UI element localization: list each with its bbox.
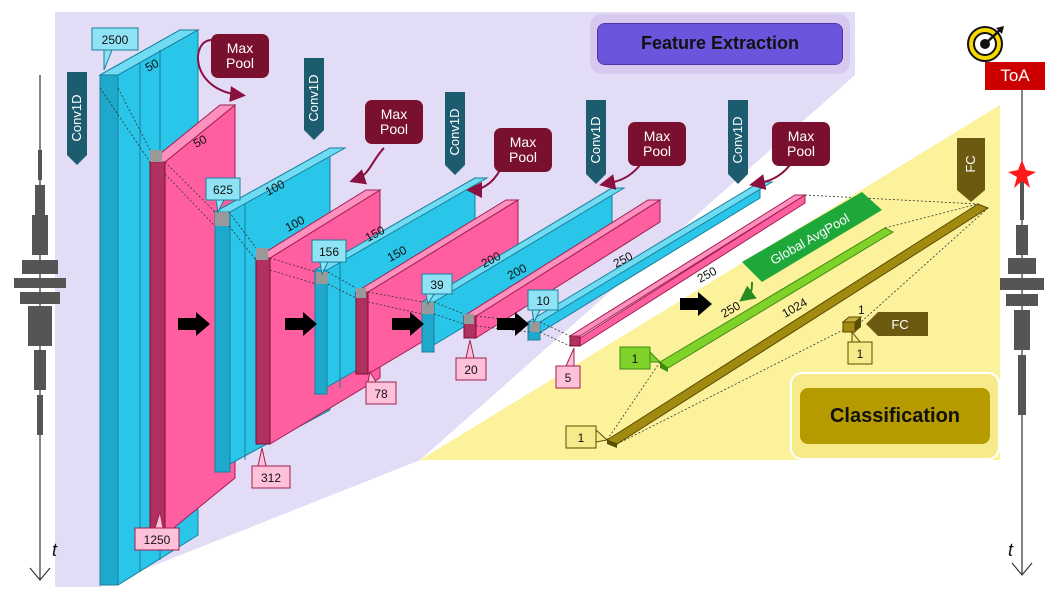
size-tag-conv-2: 625 [205, 177, 241, 214]
receptive-field-lines [99, 87, 571, 347]
size-tag-conv-3: 156 [311, 239, 347, 276]
toa-label: ToA [985, 62, 1045, 90]
seismic-trace-icon [14, 150, 66, 435]
svg-text:10: 10 [536, 294, 550, 308]
conv-label-3: Conv1D [445, 92, 465, 175]
svg-text:312: 312 [261, 471, 281, 485]
size-tag-pool-4: 20 [455, 339, 487, 381]
classification-title: Classification [800, 388, 990, 444]
size-tag-pool-2: 312 [251, 447, 291, 489]
gap-height-tag: 1 [619, 346, 662, 370]
conv-label-5: Conv1D [728, 100, 748, 184]
svg-text:Conv1D: Conv1D [588, 117, 603, 164]
arrow-icon [497, 312, 529, 336]
arrow-icon [680, 292, 712, 316]
global-avgpool-bar [659, 227, 895, 372]
size-tag-conv-5: 10 [527, 289, 559, 324]
maxpool-label-5: Max Pool [772, 122, 830, 166]
svg-text:Conv1D: Conv1D [306, 75, 321, 122]
maxpool-arrows [196, 39, 791, 198]
maxpool-label-4: Max Pool [628, 122, 686, 166]
fc2-height-tag: 1 [847, 330, 873, 365]
seismic-trace-icon [1000, 180, 1044, 415]
fc-connection-lines [606, 194, 989, 445]
svg-text:20: 20 [464, 363, 478, 377]
svg-text:1250: 1250 [144, 533, 171, 547]
conv-label-2: Conv1D [304, 58, 324, 140]
fc2-size-label: 1 [858, 303, 865, 317]
maxpool-label-1: Max Pool [211, 34, 269, 78]
maxpool-label-3: Max Pool [494, 128, 552, 172]
fc2-cube [841, 316, 863, 333]
size-tag-conv-1: 2500 [91, 27, 139, 71]
svg-text:2500: 2500 [102, 33, 129, 47]
svg-text:Conv1D: Conv1D [730, 117, 745, 164]
conv-label-4: Conv1D [586, 100, 606, 184]
svg-text:Conv1D: Conv1D [69, 95, 84, 142]
feature-extraction-title: Feature Extraction [597, 23, 843, 65]
time-label-right: t [1008, 540, 1014, 560]
svg-text:5: 5 [565, 371, 572, 385]
arrow-icon [178, 312, 210, 336]
size-tag-pool-3: 78 [365, 370, 397, 405]
size-tag-conv-4: 39 [421, 273, 453, 306]
fc-label-horizontal: FC [866, 312, 928, 336]
feature-extraction-panel: Feature Extraction [590, 14, 850, 74]
svg-text:1: 1 [857, 347, 864, 361]
fc1-height-tag: 1 [565, 425, 609, 449]
conv-label-1: Conv1D [67, 72, 87, 165]
svg-text:156: 156 [319, 245, 339, 259]
conv-block-4 [420, 187, 626, 353]
svg-text:78: 78 [374, 387, 388, 401]
pool-filters-1: 50 [191, 132, 210, 151]
time-label-left: t [52, 540, 58, 560]
svg-text:625: 625 [213, 183, 233, 197]
svg-text:Conv1D: Conv1D [447, 109, 462, 156]
fc-label-vertical: FC [957, 138, 985, 202]
target-icon [967, 26, 1004, 62]
svg-text:FC: FC [891, 317, 908, 332]
star-marker-icon [1008, 160, 1036, 188]
arrow-icon [392, 312, 424, 336]
pool-block-4 [462, 199, 662, 339]
size-tag-pool-5: 5 [555, 347, 581, 389]
svg-text:39: 39 [430, 278, 444, 292]
arrow-icon [285, 312, 317, 336]
conv-filters-1: 50 [143, 56, 162, 75]
maxpool-label-2: Max Pool [365, 100, 423, 144]
conv-block-5 [526, 181, 774, 341]
classification-panel: Classification [790, 372, 1000, 460]
svg-text:1: 1 [632, 352, 639, 366]
size-tag-pool-1: 1250 [134, 511, 180, 551]
svg-text:FC: FC [963, 155, 978, 172]
svg-text:1: 1 [578, 431, 585, 445]
